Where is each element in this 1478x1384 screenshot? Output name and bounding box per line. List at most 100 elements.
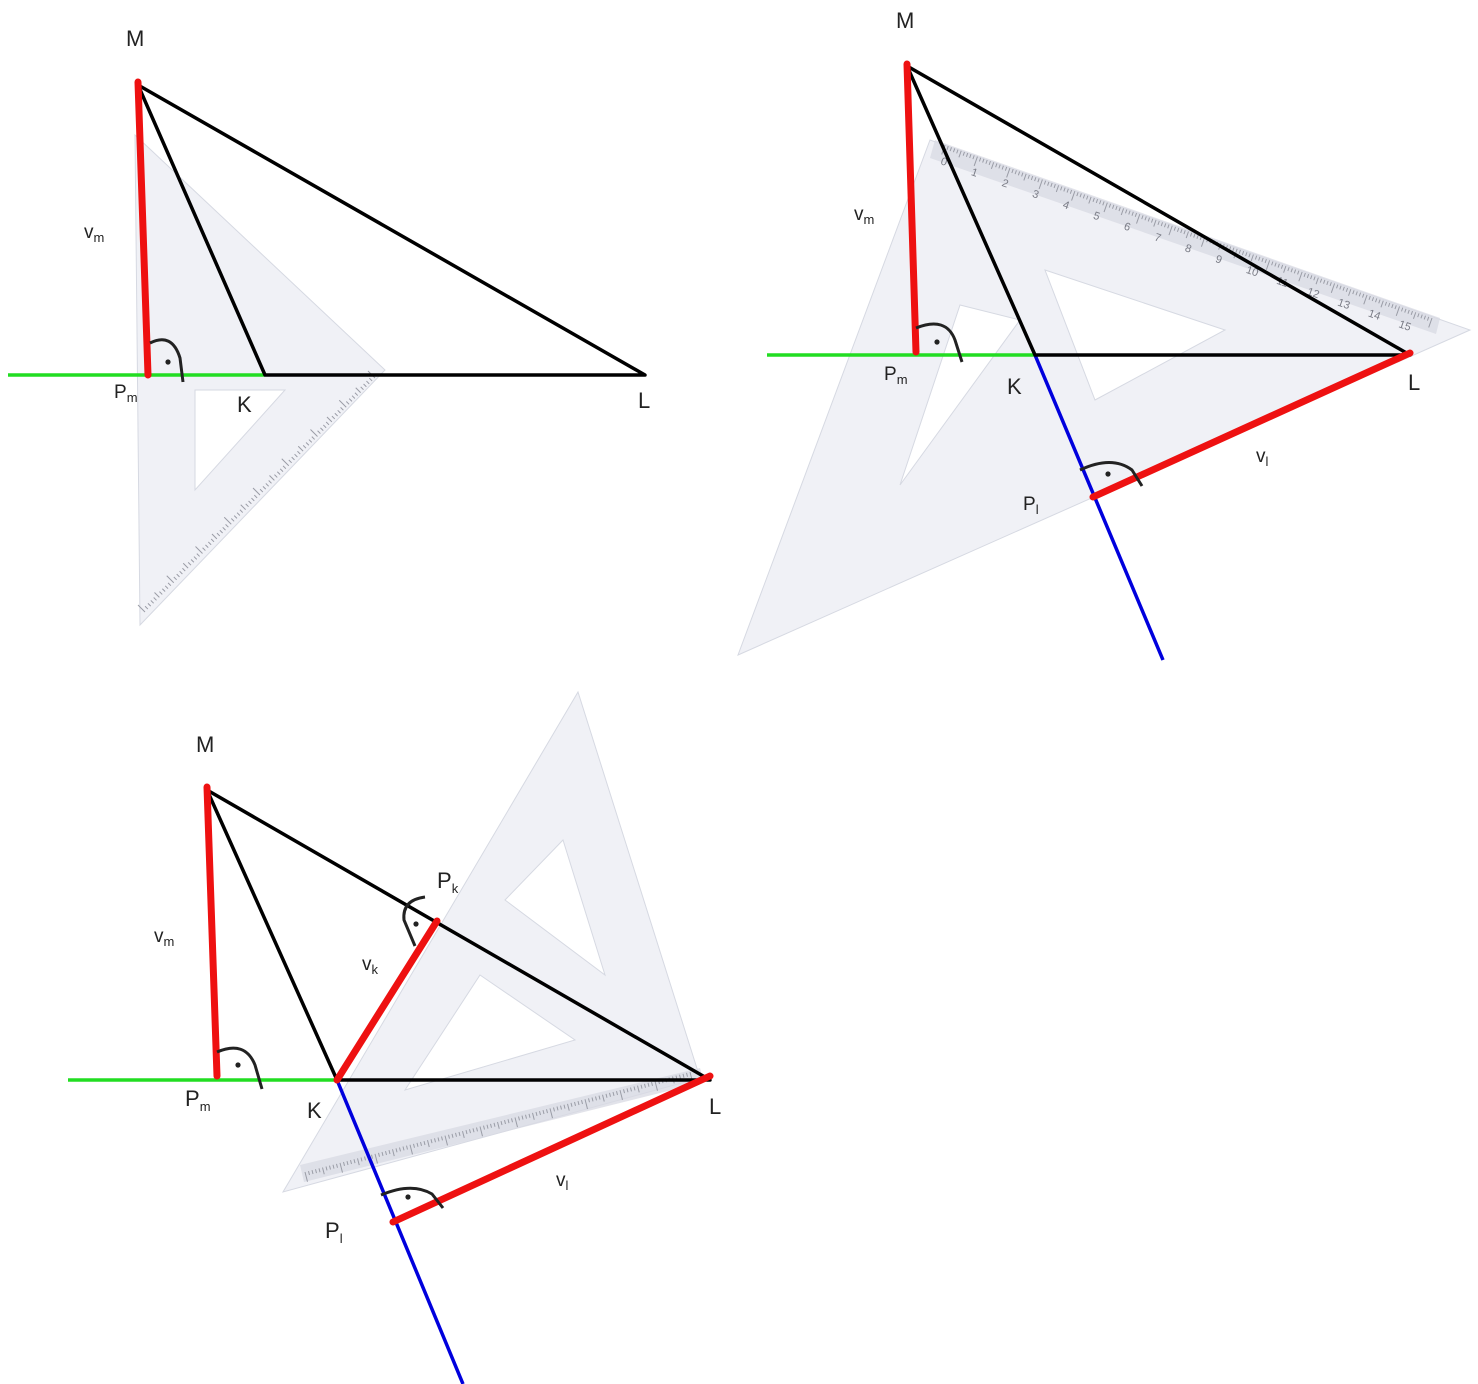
label-vertex-l: L	[709, 1094, 721, 1119]
ruler-tick	[479, 1126, 483, 1137]
ruler-tick	[1060, 186, 1063, 191]
label-main: P	[114, 382, 127, 403]
ruler-tick	[1030, 175, 1034, 181]
ruler-tick	[973, 156, 978, 167]
ruler-tick	[1277, 263, 1280, 268]
ruler-tick	[345, 401, 350, 405]
ruler-tick	[274, 474, 278, 478]
ruler-tick	[1323, 279, 1326, 284]
label-subscript: m	[164, 934, 175, 949]
altitude-vm	[903, 60, 920, 356]
ruler-tick	[567, 1103, 570, 1111]
label-main: v	[556, 1170, 566, 1191]
ruler-tick	[317, 430, 321, 434]
ruler-tick	[339, 1162, 343, 1173]
ruler-tick	[1168, 225, 1173, 236]
ruler-tick	[1293, 269, 1297, 274]
ruler-tick	[988, 160, 991, 166]
ruler-tick	[1095, 199, 1099, 204]
ruler-tick	[462, 1130, 465, 1139]
ruler-tick	[1141, 215, 1144, 220]
ruler-tick	[173, 576, 177, 581]
altitude-vl	[389, 1072, 714, 1226]
label-vertex-k: K	[1007, 374, 1022, 399]
ruler-tick	[388, 1150, 391, 1155]
ruler-tick	[1380, 300, 1384, 308]
ruler-tick	[1375, 298, 1378, 303]
ruler-tick	[1053, 184, 1056, 189]
ruler-tick	[553, 1107, 555, 1112]
triangle-klm	[205, 788, 712, 1082]
ruler-tick	[409, 1144, 413, 1155]
ruler-tick	[402, 1146, 405, 1151]
ruler-tick	[612, 1091, 615, 1097]
ruler-tick	[1021, 172, 1024, 177]
label-altitude-vm: vm	[854, 204, 874, 227]
ruler-tick	[150, 600, 154, 604]
ruler-tick	[486, 1124, 489, 1129]
ruler-tick	[1371, 297, 1375, 302]
ruler-tick	[147, 602, 152, 607]
ruler-tick	[297, 450, 301, 455]
label-foot-pm: Pm	[114, 382, 138, 405]
ruler-tick	[1378, 299, 1381, 304]
ruler-tick	[166, 575, 175, 584]
set-square-scale	[137, 370, 376, 613]
triangle-klm	[136, 83, 647, 377]
ruler-tick	[1290, 268, 1293, 273]
ruler-tick	[1410, 310, 1413, 316]
label-subscript: k	[372, 962, 379, 977]
ruler-tick	[1125, 209, 1128, 214]
right-angle-dot-pm	[934, 339, 940, 345]
ruler-tick	[1368, 295, 1371, 301]
label-main: v	[154, 926, 164, 947]
ruler-tick	[595, 1096, 597, 1101]
ruler-tick	[302, 445, 307, 449]
ruler-tick	[1047, 181, 1050, 186]
ruler-tick	[995, 163, 998, 168]
ruler-tick	[518, 1116, 520, 1121]
ruler-tick	[591, 1097, 594, 1102]
ruler-tick	[268, 480, 272, 484]
ruler-tick	[360, 1157, 363, 1162]
ruler-tick	[1038, 179, 1043, 190]
label-vertex-k: K	[237, 392, 252, 417]
ruler-tick	[637, 1085, 640, 1093]
ruler-tick	[434, 1138, 436, 1143]
ruler-tick	[962, 151, 965, 156]
ruler-tick	[1076, 192, 1079, 197]
altitude-vm	[203, 783, 221, 1080]
set-square-body	[134, 133, 386, 627]
ruler-tick	[1150, 218, 1154, 223]
ruler-tick	[654, 1080, 658, 1091]
ruler-tick	[623, 1089, 625, 1094]
ruler-tick	[357, 1158, 360, 1166]
label-vertex-m: M	[196, 732, 214, 757]
ruler-tick	[1112, 204, 1115, 209]
ruler-tick	[528, 1113, 531, 1118]
ruler-tick	[679, 1074, 681, 1079]
ruler-tick	[182, 567, 186, 572]
ruler-tick	[1160, 222, 1163, 227]
ruler-tick	[1099, 200, 1102, 205]
ruler-tick	[161, 588, 166, 592]
ruler-tick	[230, 518, 235, 522]
ruler-tick	[1173, 226, 1176, 231]
ruler-tick	[1189, 232, 1193, 237]
ruler-tick	[1055, 185, 1060, 193]
ruler-tick	[958, 150, 962, 158]
ruler-tick	[223, 516, 232, 525]
ruler-tick	[340, 407, 344, 411]
ruler-tick	[1345, 287, 1349, 292]
label-foot-pk: Pk	[437, 868, 459, 896]
extension-line-pl	[335, 1079, 465, 1384]
ruler-tick	[1001, 165, 1004, 170]
ruler-number: 7	[1153, 232, 1163, 245]
label-vertex-l: L	[1408, 370, 1420, 395]
ruler-tick	[1274, 262, 1277, 267]
ruler-number: 15	[1397, 318, 1412, 333]
ruler-tick	[1297, 270, 1300, 275]
ruler-tick	[1417, 313, 1420, 318]
ruler-tick	[458, 1131, 461, 1137]
ruler-tick	[378, 1152, 380, 1157]
